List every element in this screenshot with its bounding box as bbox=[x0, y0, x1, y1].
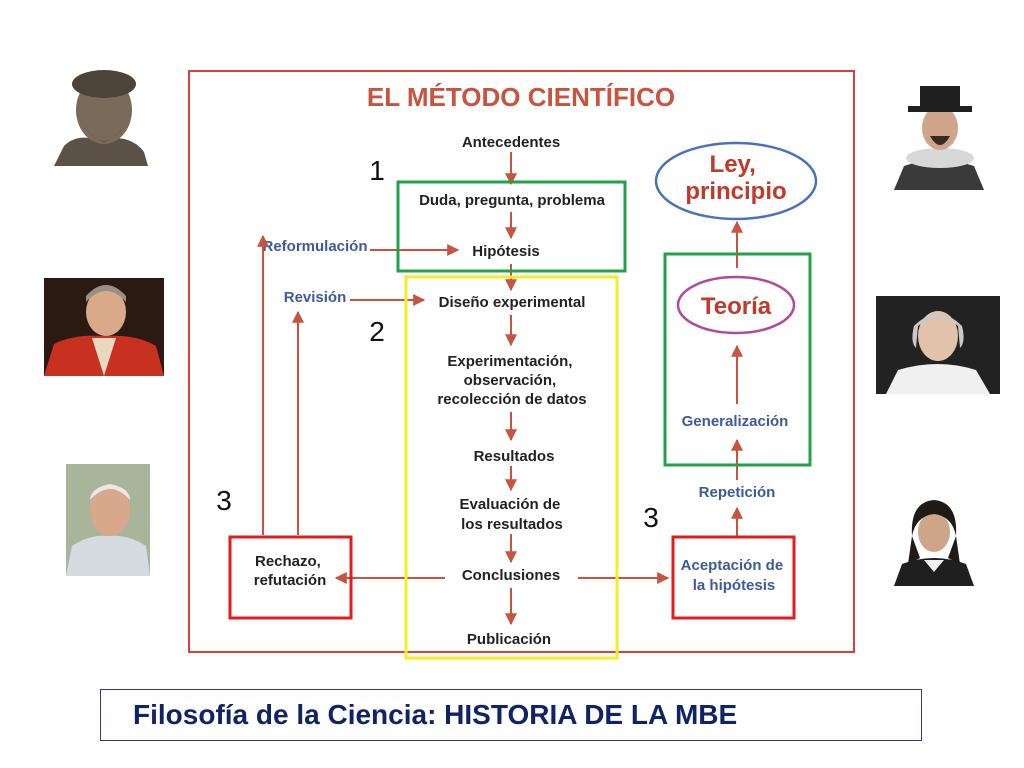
node-hipotesis: Hipótesis bbox=[472, 243, 540, 260]
node-conclusiones: Conclusiones bbox=[462, 567, 560, 584]
node-diseno: Diseño experimental bbox=[439, 294, 586, 311]
node-rechazo: Rechazo, refutación bbox=[254, 553, 327, 589]
slide-caption: Filosofía de la Ciencia: HISTORIA DE LA … bbox=[100, 689, 922, 741]
portrait-red-coat bbox=[44, 278, 164, 376]
red-box-rejection bbox=[228, 535, 353, 620]
green-box-problem bbox=[396, 180, 627, 273]
node-experimentacion-line-3: recolección de datos bbox=[437, 391, 586, 408]
marker-2: 2 bbox=[369, 316, 385, 347]
ley-ellipse bbox=[654, 141, 818, 221]
node-antecedentes: Antecedentes bbox=[462, 134, 560, 151]
portrait-bust-statue bbox=[44, 66, 156, 166]
node-reformulacion: Reformulación bbox=[262, 238, 367, 255]
node-evaluacion-line-2: los resultados bbox=[461, 516, 563, 533]
node-aceptacion-line-2: la hipótesis bbox=[693, 577, 776, 594]
portrait-hat-ruff bbox=[890, 70, 988, 190]
yellow-box-experiment bbox=[404, 275, 619, 660]
node-rechazo-line-2: refutación bbox=[254, 572, 327, 589]
node-experimentacion-line-1: Experimentación, bbox=[447, 353, 572, 370]
node-ley-line-2: principio bbox=[685, 178, 786, 205]
node-teoria: Teoría bbox=[701, 293, 772, 320]
node-experimentacion: Experimentación, observación, recolecció… bbox=[437, 353, 586, 408]
marker-3-right: 3 bbox=[643, 502, 659, 533]
node-repeticion: Repetición bbox=[699, 484, 776, 501]
node-experimentacion-line-2: observación, bbox=[464, 372, 557, 389]
node-generalizacion: Generalización bbox=[682, 413, 789, 430]
node-aceptacion: Aceptación de la hipótesis bbox=[681, 557, 788, 594]
node-duda: Duda, pregunta, problema bbox=[419, 192, 606, 209]
diagram-title: EL MÉTODO CIENTÍFICO bbox=[367, 82, 675, 112]
caption-text: Filosofía de la Ciencia: HISTORIA DE LA … bbox=[133, 699, 738, 730]
green-box-theory bbox=[663, 252, 812, 467]
portrait-old-man bbox=[66, 464, 150, 576]
teoria-ellipse bbox=[676, 275, 796, 335]
red-box-acceptance bbox=[671, 535, 796, 620]
portrait-long-hair bbox=[890, 486, 978, 586]
node-revision: Revisión bbox=[284, 289, 347, 306]
node-resultados: Resultados bbox=[474, 448, 555, 465]
portrait-wig bbox=[876, 296, 1000, 394]
node-ley-line-1: Ley, bbox=[710, 151, 756, 178]
node-aceptacion-line-1: Aceptación de bbox=[681, 557, 784, 574]
node-rechazo-line-1: Rechazo, bbox=[255, 553, 321, 570]
node-ley: Ley, principio bbox=[685, 151, 786, 205]
marker-3-left: 3 bbox=[216, 485, 232, 516]
marker-1: 1 bbox=[369, 155, 385, 186]
node-evaluacion-line-1: Evaluación de bbox=[459, 496, 560, 513]
node-publicacion: Publicación bbox=[467, 631, 551, 648]
flow-arrows bbox=[257, 152, 743, 626]
node-evaluacion: Evaluación de los resultados bbox=[459, 496, 564, 533]
